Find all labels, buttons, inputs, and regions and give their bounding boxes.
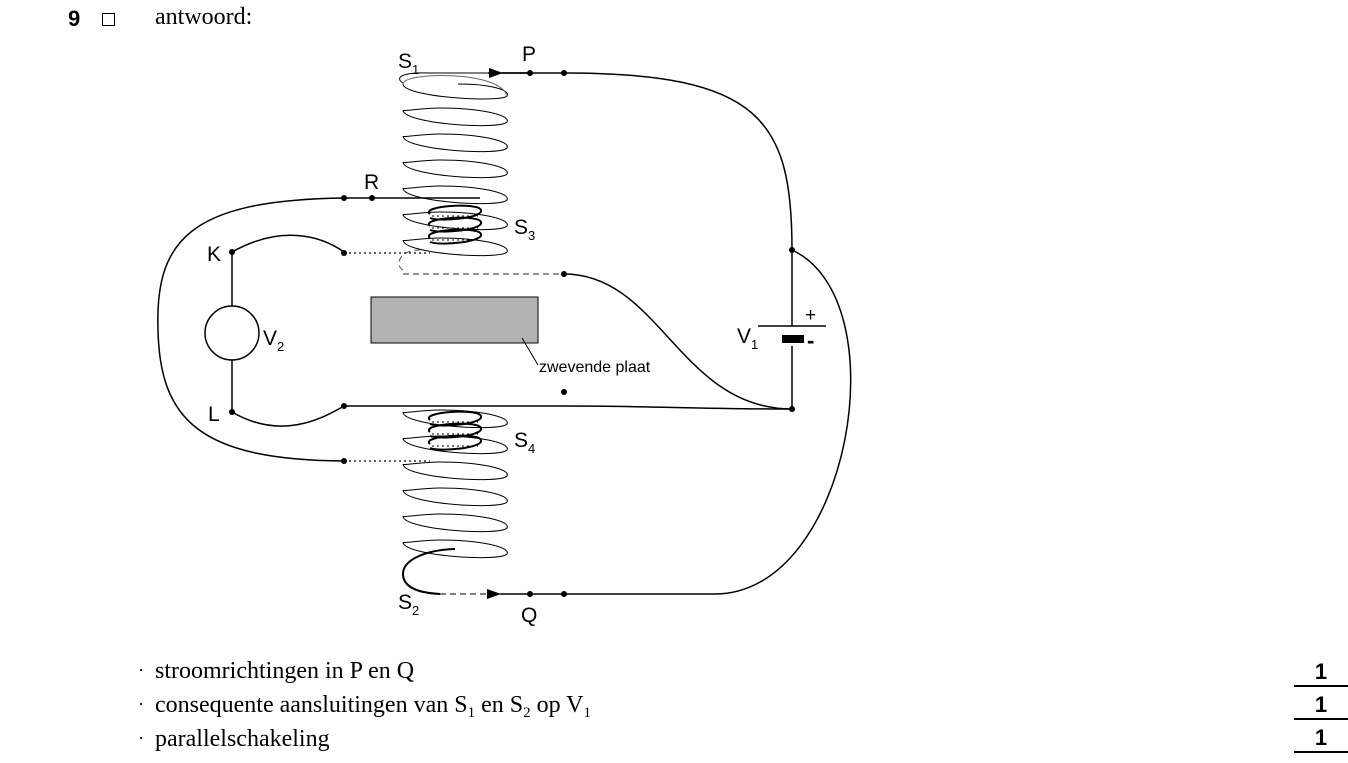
points-2: 1 [1294, 692, 1348, 720]
criterion-text: stroomrichtingen in P en Q [155, 658, 415, 684]
voltmeter-v2 [204, 305, 260, 361]
label-s3: S3 [514, 216, 535, 243]
coil-s4 [428, 410, 483, 451]
criterion-3: ·parallelschakeling [138, 726, 330, 752]
circuit-diagram: S1 P R S3 K V2 L V1 + - zwevende plaat S… [157, 43, 852, 627]
label-plus: + [805, 305, 816, 326]
label-s2: S2 [398, 591, 419, 618]
coil-s2 [401, 409, 528, 595]
label-p: P [522, 43, 536, 66]
coil-s1 [398, 72, 508, 271]
dotted-connectors [344, 252, 564, 462]
plate-pointer [521, 337, 539, 366]
label-v1: V1 [737, 325, 758, 352]
label-plate: zwevende plaat [539, 359, 651, 376]
question-number: 9 [68, 6, 81, 31]
label-r: R [364, 171, 379, 194]
coil-s3 [428, 204, 483, 245]
junction-dots [229, 70, 795, 597]
criterion-1: ·stroomrichtingen in P en Q [138, 658, 415, 684]
criterion-text: parallelschakeling [155, 726, 330, 752]
points-3: 1 [1294, 725, 1348, 753]
criterion-text: consequente aansluitingen van S [155, 692, 468, 718]
label-k: K [207, 243, 221, 266]
label-s1: S1 [398, 50, 419, 77]
answer-checkbox[interactable] [102, 13, 115, 26]
criterion-2: ·consequente aansluitingen van S1 en S2 … [138, 692, 591, 721]
points-1: 1 [1294, 659, 1348, 687]
label-v2: V2 [263, 327, 284, 354]
floating-plate [370, 296, 539, 344]
battery-v1 [758, 325, 826, 343]
label-l: L [208, 403, 220, 426]
wires [157, 72, 852, 595]
question-label: antwoord: [155, 4, 253, 30]
label-s4: S4 [514, 429, 535, 456]
label-q: Q [521, 604, 537, 627]
label-minus: - [807, 328, 814, 353]
